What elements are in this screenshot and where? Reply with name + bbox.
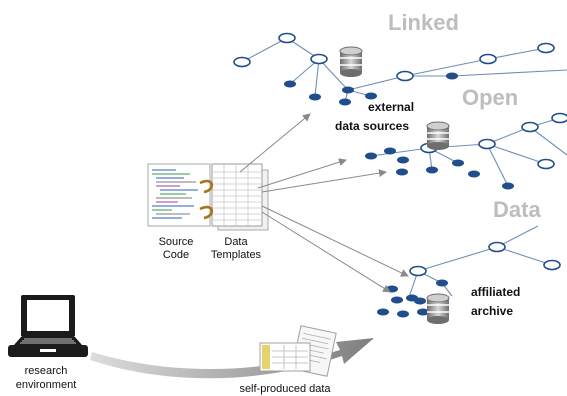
data-templates-icon [211,163,269,231]
research-environment-label-2: environment [16,379,77,391]
link-connector-icon [199,205,214,220]
linked-word: Linked [388,10,459,35]
source-code-document-icon [147,163,211,227]
affiliated-archive-label-2: archive [471,304,513,318]
self-produced-data-icon [259,325,337,377]
flow-arrows [239,113,409,293]
open-word: Open [462,85,518,110]
link-connector-icon [199,179,214,194]
source-code-label-2: Code [163,249,189,261]
self-produced-data-label: self-produced data [239,383,331,395]
database-icon-top [339,46,363,77]
source-code-label-1: Source [159,236,194,248]
affiliated-archive-label-1: affiliated [471,285,520,299]
external-sources-label-2: data sources [335,119,409,133]
database-icon-external [426,121,450,150]
big-flow-arrow [90,338,374,379]
data-word: Data [493,197,541,222]
data-templates-label-1: Data [224,236,248,248]
research-environment-label-1: research [25,365,68,377]
linked-data-network [233,32,567,318]
laptop-icon [8,295,88,357]
external-sources-label-1: external [368,100,414,114]
database-icon-archive [426,293,450,324]
data-templates-label-2: Templates [211,249,262,261]
